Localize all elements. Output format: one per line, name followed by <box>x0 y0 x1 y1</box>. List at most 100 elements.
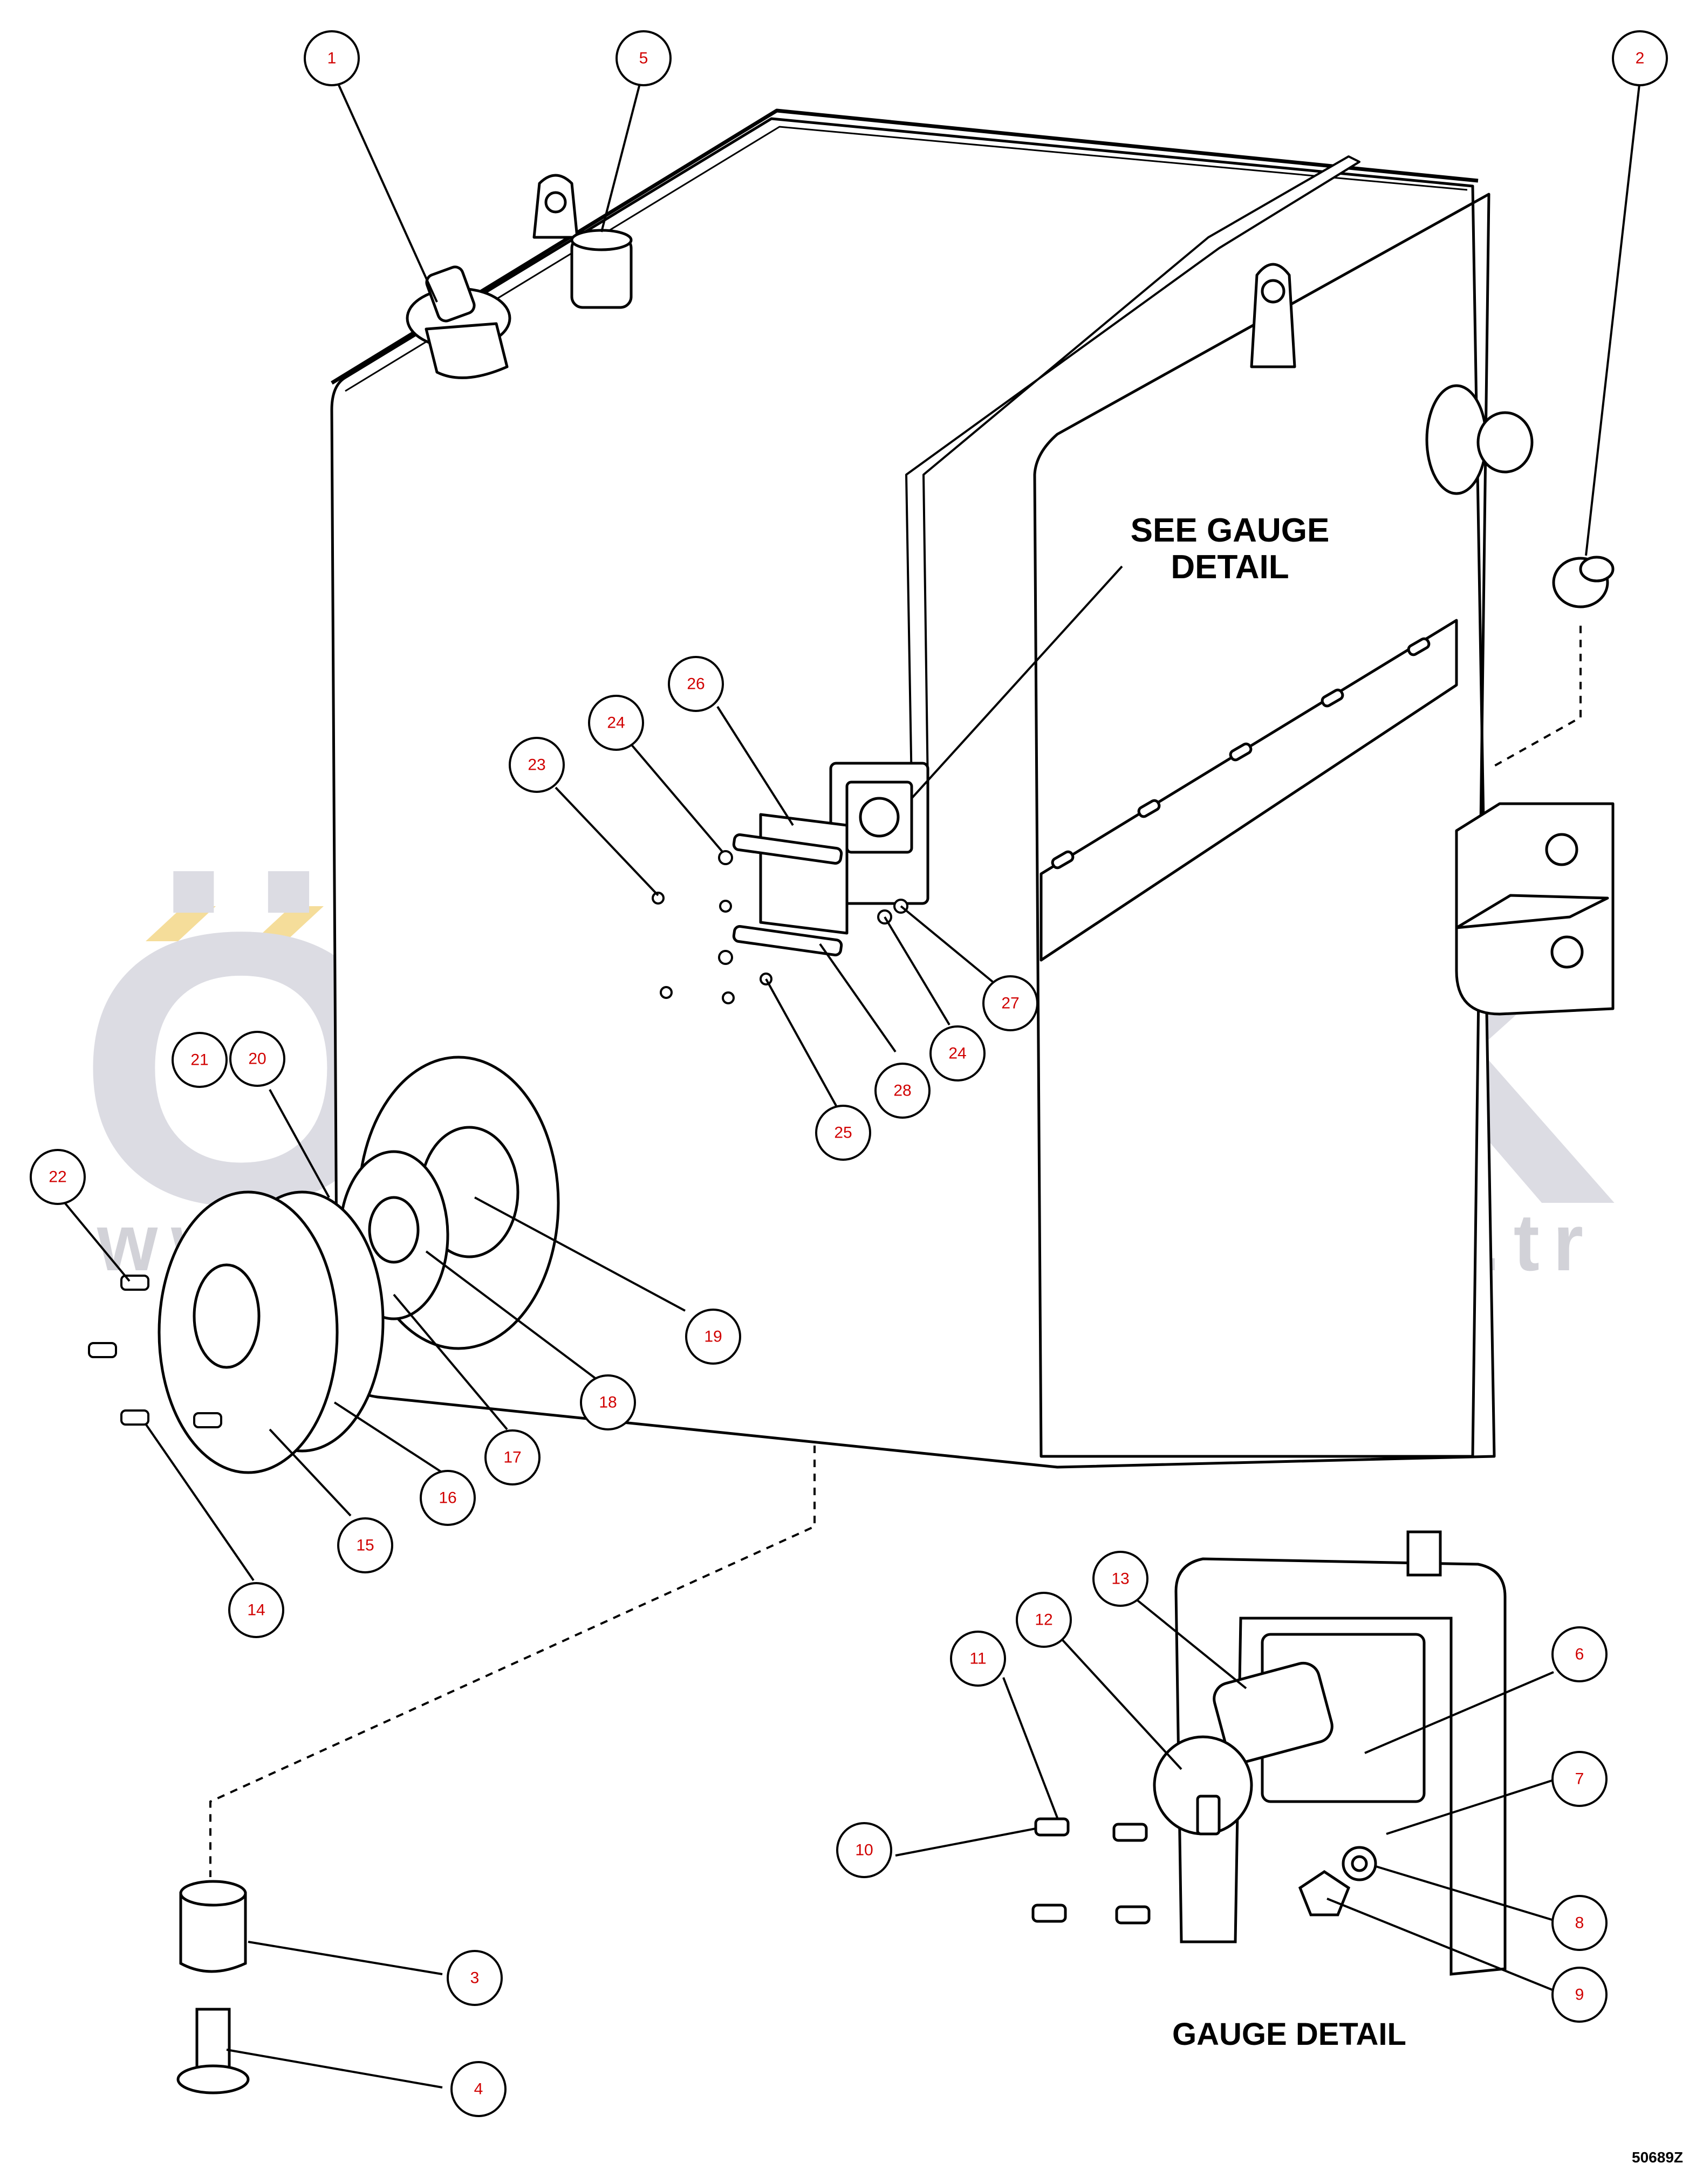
svg-text:8: 8 <box>1575 1914 1584 1932</box>
side-port-fitting <box>1476 411 1534 474</box>
svg-text:18: 18 <box>599 1394 617 1412</box>
cover-plate-strip-bottom <box>732 925 843 956</box>
fitting-4-stem <box>195 2008 231 2076</box>
callout-6: 6 <box>1551 1626 1608 1682</box>
bolt <box>193 1412 222 1428</box>
svg-text:24: 24 <box>607 714 625 732</box>
callout-17: 17 <box>484 1429 541 1485</box>
watermark-accent-left <box>146 906 216 941</box>
drawing-number: 50689Z <box>1632 2149 1683 2166</box>
nut-3-top <box>179 1880 247 1907</box>
gauge-detail-drawing <box>1031 1530 1507 1976</box>
callout-2: 2 <box>1612 30 1668 86</box>
svg-text:23: 23 <box>528 756 545 774</box>
leader-19 <box>474 1196 686 1312</box>
gauge-switch-body <box>1213 1661 1333 1764</box>
svg-text:22: 22 <box>49 1168 66 1186</box>
leader-23 <box>555 786 659 896</box>
svg-text:24: 24 <box>948 1045 966 1063</box>
leader-20 <box>269 1089 330 1198</box>
leader-3 <box>248 1941 443 1975</box>
callout-11: 11 <box>950 1631 1006 1687</box>
leader-24a <box>630 743 724 853</box>
rail-slot-5 <box>1407 637 1431 656</box>
svg-text:5: 5 <box>639 50 648 67</box>
gauge-housing <box>1174 1557 1507 1976</box>
svg-text:27: 27 <box>1001 995 1019 1012</box>
callout-25: 26 <box>668 656 724 712</box>
leader-25 <box>716 706 794 826</box>
svg-text:9: 9 <box>1575 1986 1584 2004</box>
leader-2 <box>1585 79 1641 556</box>
callout-20: 20 <box>229 1031 285 1087</box>
leader-11 <box>1002 1677 1058 1818</box>
callout-23: 23 <box>509 737 565 793</box>
hydraulic-tank <box>330 108 1615 1469</box>
callout-28: 25 <box>815 1105 871 1161</box>
elbow-9 <box>1298 1870 1351 1916</box>
leader-9 <box>1326 1898 1554 1991</box>
see-gauge-detail-label: SEE GAUGE DETAIL <box>1122 512 1338 586</box>
svg-text:7: 7 <box>1575 1770 1584 1788</box>
see-gauge-line2: DETAIL <box>1171 549 1289 586</box>
cover-plate <box>759 813 849 935</box>
leader-lines <box>64 75 1641 2089</box>
svg-text:2: 2 <box>1636 50 1645 67</box>
svg-text:13: 13 <box>1111 1570 1129 1588</box>
leader-22 <box>64 1202 131 1282</box>
bolt <box>718 950 733 965</box>
rail-slot-4 <box>1321 688 1344 708</box>
suction-flange-stack <box>158 1056 560 1474</box>
bolt-10 <box>1034 1817 1070 1837</box>
bolt <box>652 892 665 905</box>
bracket-bolt-upper <box>1545 833 1578 866</box>
bolt <box>660 986 673 999</box>
callout-9: 9 <box>1551 1967 1608 2023</box>
leader-14 <box>145 1423 255 1581</box>
callout-27: 28 <box>874 1063 931 1119</box>
dashed-connector-drain <box>209 1446 816 1877</box>
callouts: 1 5 2 26 24 23 27 24 28 25 21 20 22 19 1… <box>30 30 1668 2117</box>
callout-22: 22 <box>30 1149 86 1205</box>
tank-side-panel <box>1033 193 1490 1458</box>
loose-fittings <box>176 556 1615 2094</box>
leader-8 <box>1375 1865 1554 1921</box>
svg-text:15: 15 <box>356 1537 374 1555</box>
callout-13: 13 <box>1092 1551 1148 1607</box>
leader-10 <box>895 1827 1036 1857</box>
flange-15-bore <box>193 1263 261 1369</box>
leader-27 <box>819 943 897 1053</box>
angle-rail <box>1040 619 1458 962</box>
leader-13 <box>1132 1596 1247 1689</box>
bolt-10d <box>1115 1905 1151 1925</box>
svg-text:20: 20 <box>248 1050 266 1068</box>
bolt <box>722 991 735 1004</box>
bolt <box>120 1409 149 1426</box>
gauge-connector <box>1196 1795 1221 1836</box>
rail-slot-3 <box>1229 742 1253 762</box>
leader-16 <box>333 1401 443 1474</box>
bracket-tab <box>1455 894 1609 929</box>
watermark-accent-right <box>254 906 324 941</box>
bolt <box>719 900 732 913</box>
svg-text:19: 19 <box>704 1328 722 1346</box>
callout-10: 10 <box>836 1822 892 1878</box>
leader-15 <box>269 1428 352 1517</box>
nut-3 <box>179 1892 247 1973</box>
rail-slot-1 <box>1051 850 1075 870</box>
callout-5: 5 <box>616 30 672 86</box>
filler-neck <box>425 322 509 379</box>
svg-text:28: 28 <box>893 1082 911 1100</box>
svg-text:14: 14 <box>247 1601 265 1619</box>
bolt <box>88 1342 117 1358</box>
plug-2-face <box>1579 556 1615 583</box>
callout-24a: 24 <box>588 695 644 751</box>
callout-14: 14 <box>228 1582 284 1638</box>
bolt-10c <box>1031 1904 1067 1923</box>
callout-3: 3 <box>447 1950 503 2006</box>
cover-plate-strip-top <box>732 833 843 865</box>
breather-top <box>570 229 633 251</box>
leader-17 <box>393 1293 508 1430</box>
washer-8-hole <box>1351 1855 1368 1872</box>
